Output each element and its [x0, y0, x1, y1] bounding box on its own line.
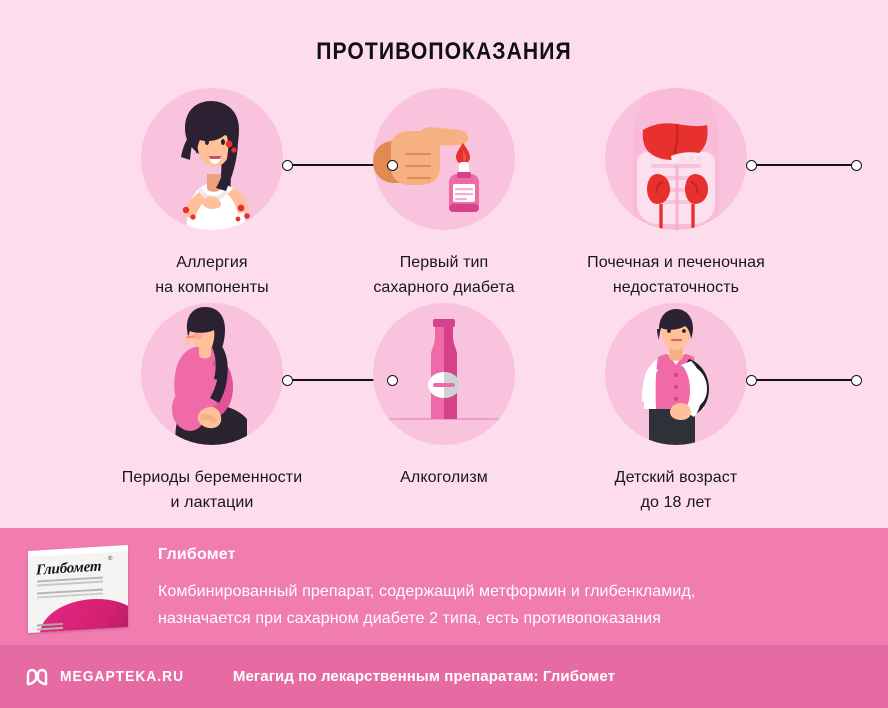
contraindications-row-2: Периоды беременности и лактации: [0, 303, 888, 518]
registered-mark-icon: ®: [108, 555, 113, 563]
contraindication-item-pregnancy: Периоды беременности и лактации: [96, 303, 398, 518]
contraindications-row-1: Аллергия на компоненты: [0, 88, 888, 303]
connector-dot: [851, 374, 862, 386]
contraindication-label: Аллергия на компоненты: [155, 254, 269, 296]
product-band: Глибомет ® Глибомет Комбинированный преп…: [0, 528, 888, 645]
footer-caption: Мегагид по лекарственным препаратам: Гли…: [232, 668, 616, 685]
megapteka-logo[interactable]: MEGAPTEKA.RU: [24, 664, 195, 690]
page-title: ПРОТИВОПОКАЗАНИЯ: [316, 38, 572, 65]
product-description: Комбинированный препарат, содержащий мет…: [158, 583, 696, 627]
contraindication-label: Детский возраст до 18 лет: [614, 469, 738, 511]
schoolboy-backpack-icon: [605, 303, 747, 445]
allergy-woman-icon: [141, 88, 283, 230]
megapteka-logo-text: MEGAPTEKA.RU: [60, 668, 185, 685]
contraindication-label: Почечная и печеночная недостаточность: [587, 254, 765, 296]
contraindication-item-allergy: Аллергия на компоненты: [96, 88, 398, 303]
finger-blood-drop-glucometer-icon: [373, 88, 515, 230]
contraindication-item-diabetes: Первый тип сахарного диабета: [328, 88, 862, 303]
liver-kidneys-icon: [605, 88, 747, 230]
contraindication-label: Периоды беременности и лактации: [121, 469, 303, 511]
contraindication-item-children: Детский возраст до 18 лет: [560, 303, 792, 518]
connector-dot: [851, 159, 862, 171]
contraindication-label: Алкоголизм: [400, 469, 488, 486]
megapteka-monogram-icon: [24, 664, 50, 690]
contraindication-label: Первый тип сахарного диабета: [373, 254, 515, 296]
contraindication-item-organ-failure: Почечная и печеночная недостаточность: [560, 88, 792, 303]
connector-dot: [282, 374, 293, 386]
alcohol-bottle-icon: [373, 303, 515, 445]
footer-bar: MEGAPTEKA.RU Мегагид по лекарственным пр…: [0, 645, 888, 708]
product-title: Глибомет: [158, 546, 236, 563]
contraindication-item-alcoholism: Алкоголизм: [328, 303, 862, 518]
pregnant-woman-icon: [141, 303, 283, 445]
connector-dot: [282, 159, 293, 171]
medicine-box-image: Глибомет ®: [28, 544, 132, 634]
contraindications-grid: Аллергия на компоненты: [0, 88, 888, 518]
